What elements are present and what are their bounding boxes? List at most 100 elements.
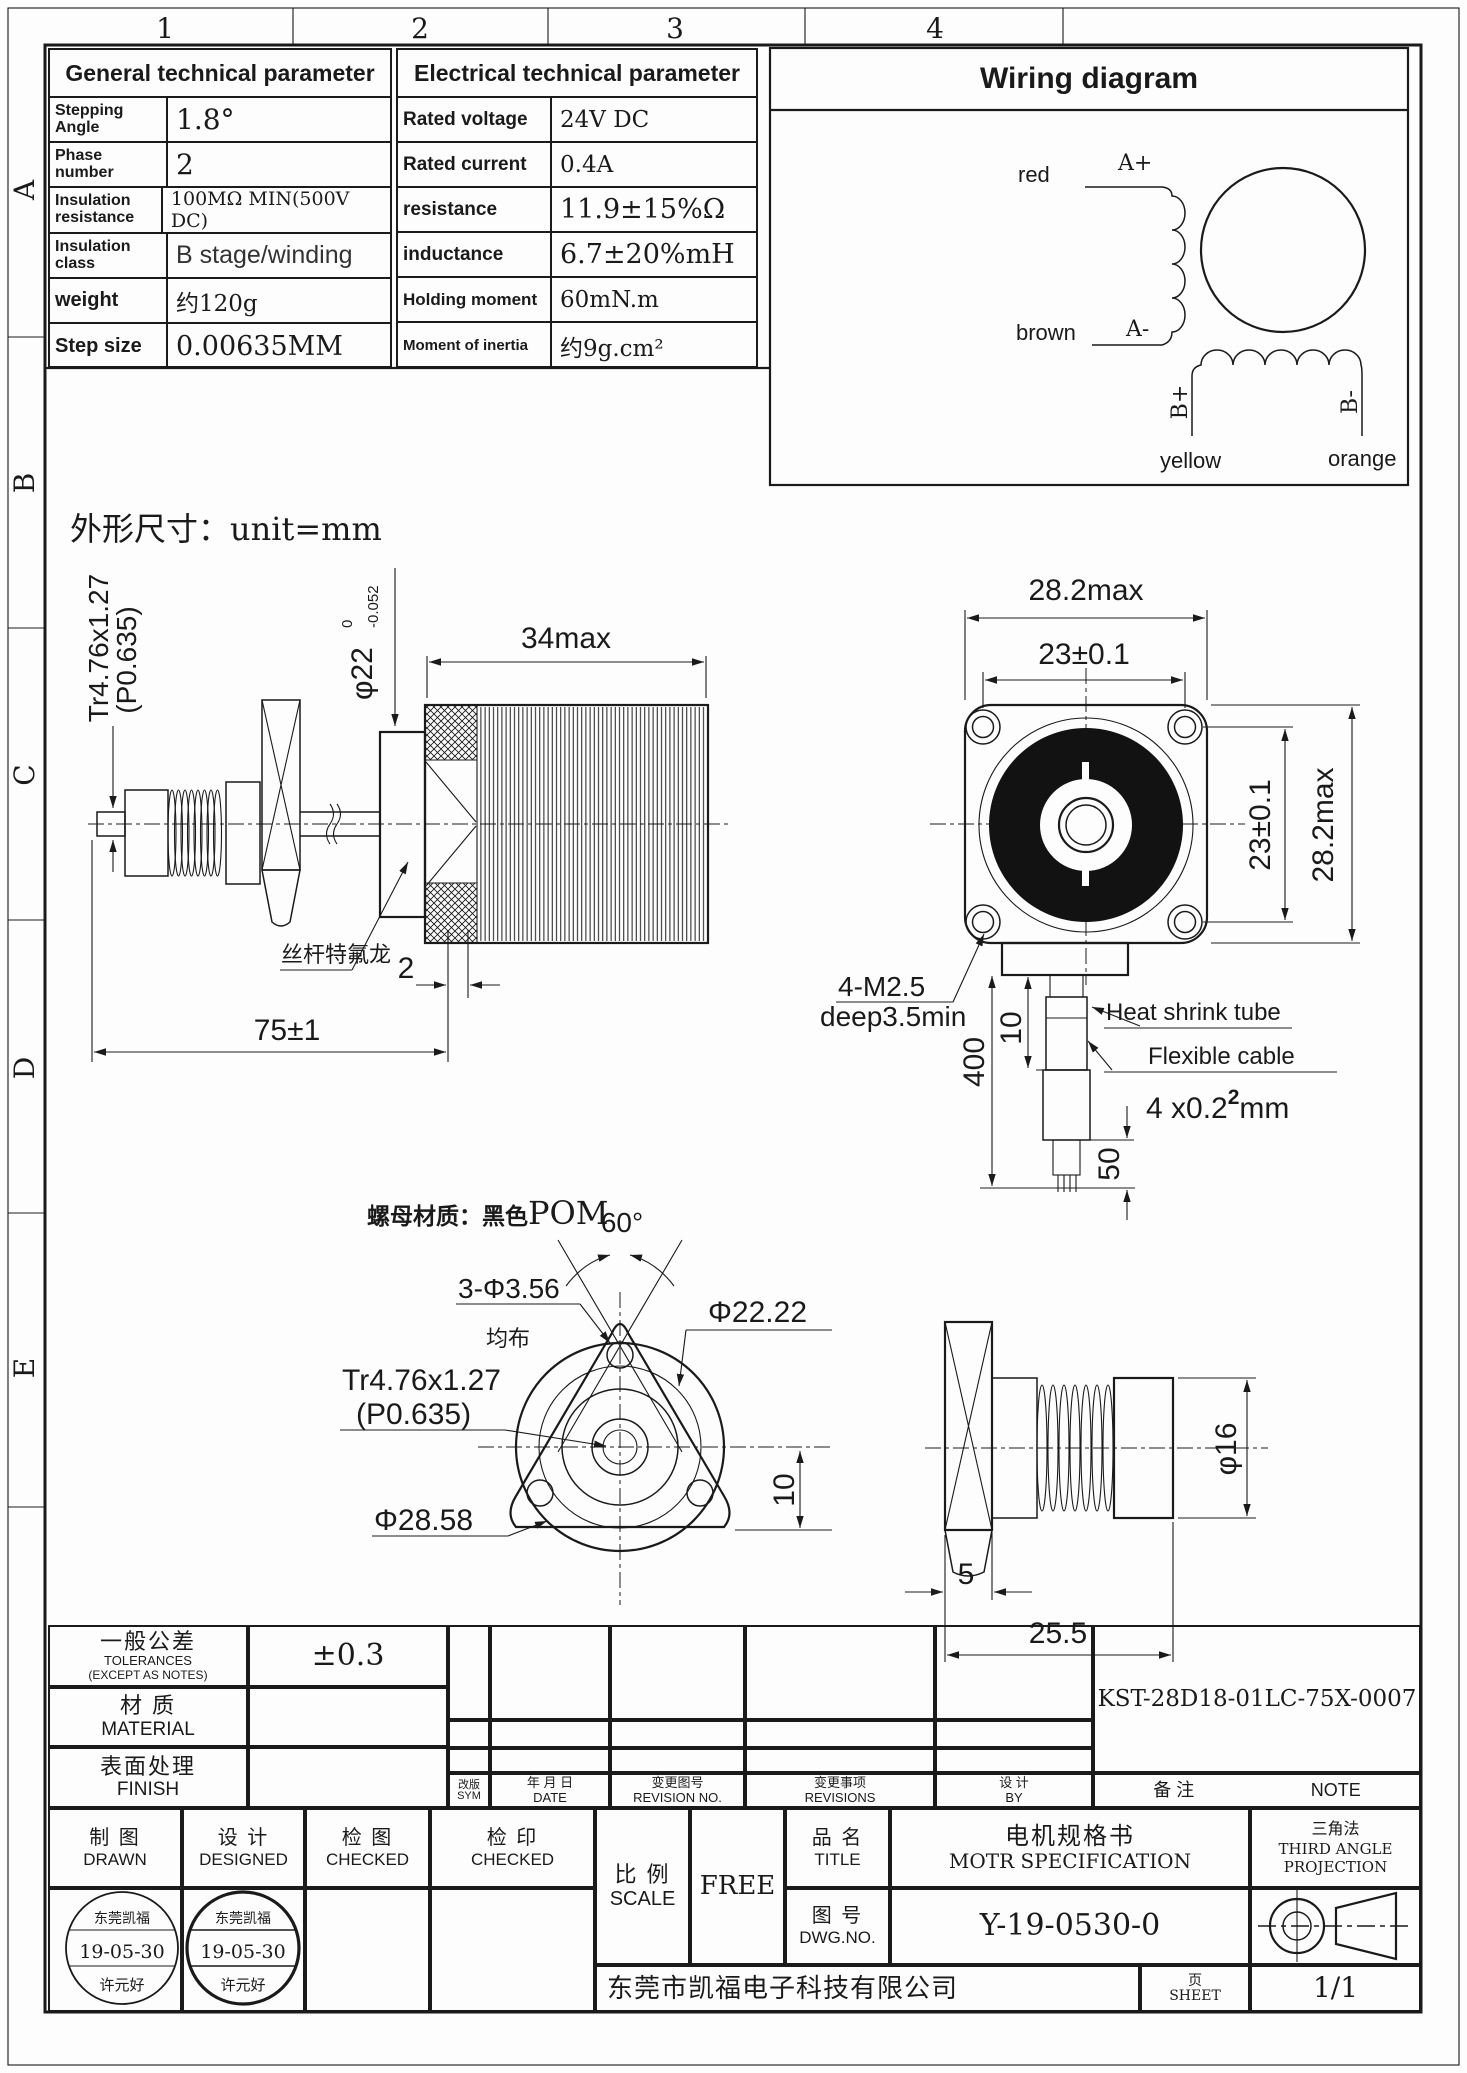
dim-holes-v: 23±0.1 <box>1244 779 1277 871</box>
nut-front-view: 螺母材质：黑色POM 60° 3-Φ3.56 均布 Tr4.76x1.27 (P… <box>340 1194 832 1605</box>
company-name: 东莞市凯福电子科技有限公司 <box>595 1965 1140 2012</box>
title-label: 品 名 TITLE <box>785 1808 890 1888</box>
coil-a <box>1085 186 1186 346</box>
row-value: 6.7±20%mH <box>560 239 735 270</box>
dim-offset: 10 <box>768 1473 801 1506</box>
row-label: Rated current <box>398 143 552 186</box>
sheet-en: SHEET <box>1169 1987 1221 2004</box>
checked1-header: 检 图 CHECKED <box>305 1808 430 1888</box>
rev-cell <box>490 1625 610 1720</box>
part-number: KST-28D18-01LC-75X-0007 <box>1093 1625 1421 1773</box>
drawn-cn: 制 图 <box>89 1826 141 1849</box>
svg-text:φ22: φ22 <box>346 647 379 700</box>
scale-label: 比 例 SCALE <box>595 1808 690 1965</box>
checked1-en: CHECKED <box>325 1849 410 1869</box>
dim-nut-dia: φ16 <box>1210 1423 1243 1476</box>
dim-thread-pitch: (P0.635) <box>111 606 142 713</box>
finish-label-en: FINISH <box>116 1779 180 1801</box>
flexible-cable-label: Flexible cable <box>1148 1043 1295 1070</box>
row-value: 约120g <box>176 290 258 317</box>
dim-bcd: Φ22.22 <box>708 1296 807 1329</box>
rev-items-header: 变更事项 REVISIONS <box>745 1773 935 1808</box>
wire-red-label: red <box>1018 162 1050 187</box>
row-value: 1.8° <box>176 103 235 136</box>
projection-en2: PROJECTION <box>1283 1857 1388 1876</box>
zone-col-2: 2 <box>411 12 429 45</box>
scale-cn: 比 例 <box>614 1862 671 1888</box>
dim-tail-length: 50 <box>1093 1147 1126 1180</box>
dim-holes-h: 23±0.1 <box>1038 638 1130 671</box>
title-cn: 品 名 <box>811 1826 864 1849</box>
terminal-a-plus: A+ <box>1117 151 1152 176</box>
nut-spring-coil <box>167 789 223 877</box>
sheet-label: 页 SHEET <box>1140 1965 1250 2012</box>
sheet-value: 1/1 <box>1250 1965 1421 2012</box>
projection-label: 三角法 THIRD ANGLE PROJECTION <box>1250 1808 1421 1888</box>
zone-row-b: B <box>8 473 41 494</box>
row-label: Rated voltage <box>398 98 552 141</box>
zone-col-4: 4 <box>926 12 944 45</box>
general-parameter-table: General technical parameter Stepping Ang… <box>48 48 392 369</box>
rev-items-cn: 变更事项 <box>813 1775 866 1791</box>
row-label: Insulation resistance <box>50 188 163 232</box>
wiring-diagram-title: Wiring diagram <box>979 62 1199 95</box>
tolerance-label-cn: 一般公差 <box>99 1628 196 1654</box>
row-value: 2 <box>176 148 194 181</box>
designed-stamp-cell <box>182 1888 305 2012</box>
nut-material-note: 螺母材质：黑色POM <box>367 1194 609 1232</box>
terminal-b-plus: B+ <box>1168 385 1193 420</box>
wire-brown-label: brown <box>1016 320 1076 345</box>
dim-holes: 3-Φ3.56 <box>458 1273 560 1304</box>
rev-cell <box>610 1625 745 1720</box>
terminal-b-minus: B- <box>1338 390 1363 414</box>
row-value: 100MΩ MIN(500V DC) <box>170 188 350 232</box>
material-label-en: MATERIAL <box>101 1718 195 1740</box>
checked2-cn: 检 印 <box>486 1826 539 1849</box>
material-label-cn: 材 质 <box>119 1693 177 1719</box>
tolerance-label-note: (EXCEPT AS NOTES) <box>88 1668 208 1683</box>
material-value <box>248 1687 448 1747</box>
nut-side-coil <box>1036 1384 1114 1512</box>
general-table-title: General technical parameter <box>50 50 390 98</box>
checked1-cn: 检 图 <box>341 1826 394 1849</box>
dim-flange-width: 5 <box>958 1558 975 1591</box>
rev-date-cn: 年 月 日 <box>526 1775 574 1791</box>
svg-text:-0.052: -0.052 <box>365 585 382 628</box>
designed-en: DESIGNED <box>199 1849 288 1869</box>
rev-sym-header: 改版 SYM <box>448 1773 490 1808</box>
drawn-en: DRAWN <box>83 1849 147 1869</box>
rev-date-en: DATE <box>533 1789 567 1805</box>
rev-cell <box>745 1720 935 1748</box>
dim-holes-note: 均布 <box>486 1326 530 1351</box>
tolerance-value: ±0.3 <box>248 1625 448 1687</box>
rev-date-header: 年 月 日 DATE <box>490 1773 610 1808</box>
svg-text:0: 0 <box>339 620 356 628</box>
heat-shrink-label: Heat shrink tube <box>1106 999 1281 1026</box>
rev-by-cn: 设 计 <box>999 1775 1029 1791</box>
rev-cell <box>745 1625 935 1720</box>
dim-total-length: 75±1 <box>254 1014 321 1047</box>
rev-cell <box>490 1748 610 1773</box>
drawn-stamp-cell <box>48 1888 182 2012</box>
dim-angle: 60° <box>601 1207 643 1238</box>
nut-side-view: φ16 5 25.5 <box>905 1320 1268 1662</box>
designed-header: 设 计 DESIGNED <box>182 1808 305 1888</box>
drawn-header: 制 图 DRAWN <box>48 1808 182 1888</box>
wire-yellow-label: yellow <box>1160 448 1221 473</box>
title-en: TITLE <box>814 1849 861 1869</box>
rev-cell <box>448 1720 490 1748</box>
rev-cell <box>490 1720 610 1748</box>
side-view: Tr4.76x1.27 (P0.635) φ22 0 -0.052 34max … <box>83 568 730 1062</box>
rev-no-cn: 变更图号 <box>651 1775 704 1791</box>
row-value: B stage/winding <box>176 241 353 269</box>
checked1-stamp-cell <box>305 1888 430 2012</box>
tolerance-label-en: TOLERANCES <box>104 1653 192 1669</box>
note-en: NOTE <box>1310 1780 1361 1801</box>
dim-screw-depth: deep3.5min <box>820 1001 966 1032</box>
rev-cell <box>610 1720 745 1748</box>
